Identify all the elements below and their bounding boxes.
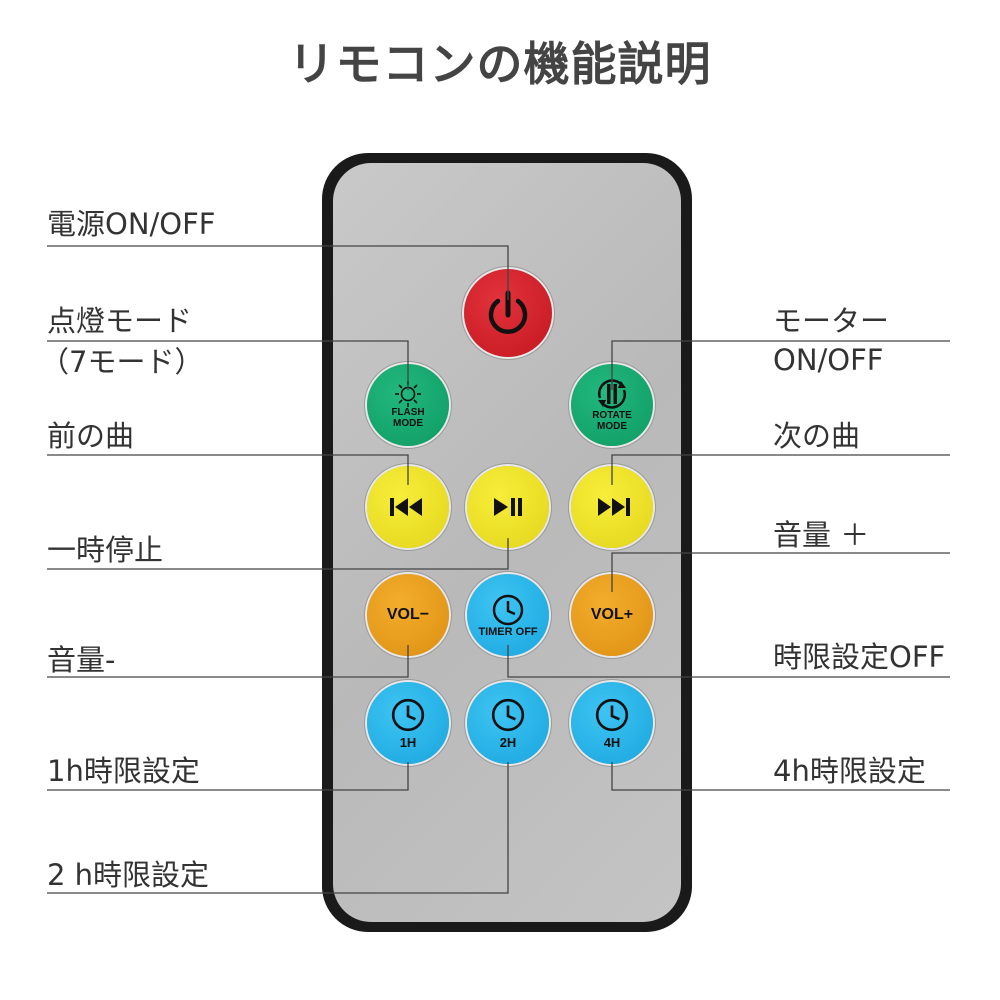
clock-icon	[391, 698, 425, 731]
timer-4h-button[interactable]: 4H	[571, 682, 653, 764]
label-light-mode: 点燈モード	[47, 304, 193, 338]
previous-icon	[390, 498, 422, 516]
timer-1h-label: 1H	[399, 734, 417, 750]
clock-icon	[595, 698, 629, 731]
volume-up-label: VOL+	[590, 606, 634, 623]
label-next: 次の曲	[773, 419, 861, 453]
volume-down-button[interactable]: VOL−	[367, 574, 449, 656]
label-power: 電源ON/OFF	[47, 207, 216, 241]
volume-down-label: VOL−	[386, 606, 430, 623]
label-timer-4h: 4h時限設定	[773, 754, 926, 788]
label-motor: モーター	[773, 304, 890, 338]
clock-icon	[491, 698, 525, 731]
play-pause-icon	[494, 498, 522, 516]
label-prev: 前の曲	[47, 419, 135, 453]
timer-1h-button[interactable]: 1H	[367, 682, 449, 764]
volume-up-button[interactable]: VOL+	[571, 574, 653, 656]
label-vol-down: 音量-	[47, 643, 116, 677]
power-icon	[488, 290, 528, 334]
timer-2h-label: 2H	[499, 734, 517, 750]
label-timer-2h: 2 h時限設定	[47, 858, 210, 892]
rotate-icon	[598, 379, 626, 409]
play-pause-button[interactable]	[467, 466, 549, 548]
label-vol-up: 音量 ＋	[773, 518, 870, 552]
power-button[interactable]	[464, 269, 552, 357]
label-timer-off: 時限設定OFF	[773, 640, 946, 674]
next-icon	[598, 498, 630, 516]
label-timer-1h: 1h時限設定	[47, 754, 200, 788]
timer-4h-label: 4H	[603, 734, 621, 750]
label-pause: 一時停止	[47, 533, 164, 567]
timer-off-button[interactable]: TIMER OFF	[467, 574, 549, 656]
timer-off-label: TIMER OFF	[478, 625, 538, 638]
sun-icon	[395, 381, 421, 407]
label-motor-sub: ON/OFF	[773, 343, 884, 377]
label-light-mode-sub: （7モード）	[40, 345, 204, 379]
page-title: リモコンの機能説明	[288, 37, 712, 91]
clock-icon	[492, 594, 524, 625]
previous-track-button[interactable]	[367, 466, 449, 548]
next-track-button[interactable]	[571, 466, 653, 548]
timer-2h-button[interactable]: 2H	[467, 682, 549, 764]
